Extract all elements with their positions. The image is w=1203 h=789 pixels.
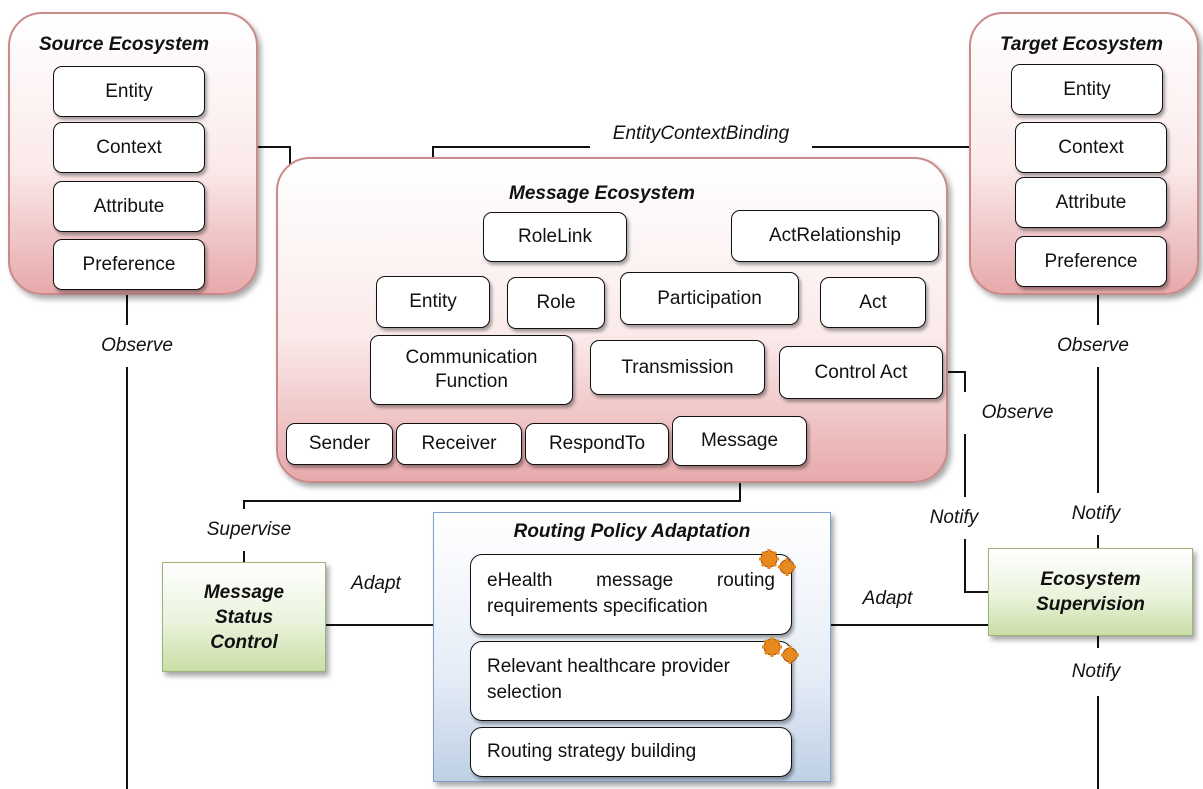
target-ecosystem-title: Target Ecosystem	[1000, 34, 1163, 55]
entity-box: Entity	[376, 276, 490, 328]
observe-line	[941, 371, 988, 593]
source-attribute: Attribute	[53, 181, 205, 232]
target-entity: Entity	[1011, 64, 1163, 115]
ecosystem-supervision-label: Ecosystem Supervision	[1036, 569, 1145, 615]
notify-right-label: Notify	[1041, 493, 1151, 535]
source-entity: Entity	[53, 66, 205, 117]
sender-box: Sender	[286, 423, 393, 465]
observe-left-label: Observe	[77, 325, 197, 367]
message-status-control-label: Message Status Control	[203, 581, 285, 653]
source-preference: Preference	[53, 239, 205, 290]
role-box: Role	[507, 277, 605, 329]
source-ecosystem-title: Source Ecosystem	[39, 34, 210, 55]
adapt-right-label: Adapt	[835, 578, 940, 620]
respondto-box: RespondTo	[525, 423, 669, 465]
actrelationship-box: ActRelationship	[731, 210, 939, 262]
strategy-building-box: Routing strategy building	[470, 727, 792, 777]
message-box: Message	[672, 416, 807, 466]
notify-bottom-label: Notify	[1041, 648, 1151, 696]
transmission-box: Transmission	[590, 340, 765, 395]
message-status-control: Message Status Control	[162, 562, 326, 672]
message-ecosystem-title: Message Ecosystem	[509, 183, 695, 204]
participation-box: Participation	[620, 272, 799, 325]
target-preference: Preference	[1015, 236, 1167, 287]
source-context: Context	[53, 122, 205, 173]
gears-icon	[762, 637, 799, 664]
rolelink-box: RoleLink	[483, 212, 627, 262]
target-context: Context	[1015, 122, 1167, 173]
routing-policy-adaptation-title: Routing Policy Adaptation	[513, 521, 751, 542]
receiver-box: Receiver	[396, 423, 522, 465]
gears-icon	[759, 549, 796, 576]
adapt-left-label: Adapt	[326, 563, 426, 605]
ecosystem-supervision: Ecosystem Supervision	[988, 548, 1193, 636]
routing-requirements-box: eHealth message routing requirements spe…	[470, 554, 792, 635]
entity-context-binding-label: EntityContextBinding	[590, 118, 812, 150]
notify-mid-label: Notify	[900, 497, 1008, 539]
communication-function-box: Communication Function	[370, 335, 573, 405]
supervise-label: Supervise	[189, 509, 309, 551]
control-act-box: Control Act	[779, 346, 943, 399]
observe-mid-label: Observe	[955, 392, 1080, 434]
observe-right-label: Observe	[1033, 325, 1153, 367]
act-box: Act	[820, 277, 926, 328]
provider-selection-box: Relevant healthcare provider selection	[470, 641, 792, 721]
target-attribute: Attribute	[1015, 177, 1167, 228]
